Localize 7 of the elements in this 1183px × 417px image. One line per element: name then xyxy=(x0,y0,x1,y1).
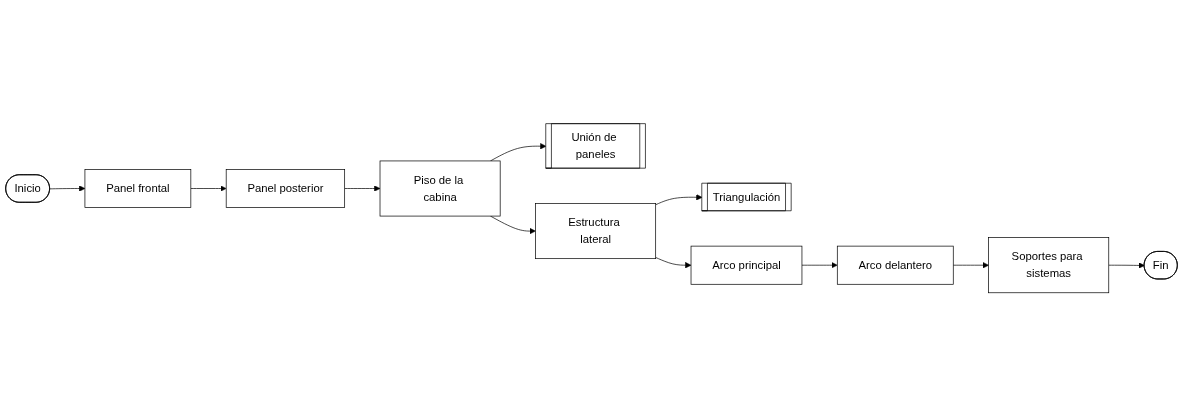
node-box: Piso de la cabina xyxy=(379,160,501,217)
node-box: Arco principal xyxy=(690,246,803,285)
node-box: Panel frontal xyxy=(84,169,192,209)
node-box: Panel posterior xyxy=(225,169,346,209)
node-box: Soportes para sistemas xyxy=(988,237,1110,294)
node-box: Estructura lateral xyxy=(535,203,657,260)
node-box: Arco delantero xyxy=(836,246,954,285)
